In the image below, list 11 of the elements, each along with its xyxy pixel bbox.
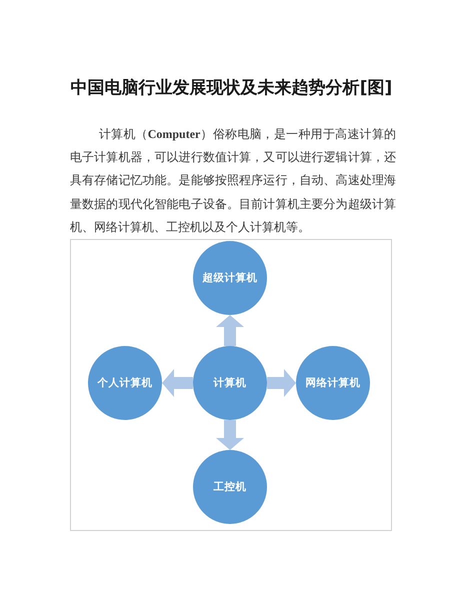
arrow <box>267 369 296 397</box>
body-paragraph: 计算机（Computer）俗称电脑，是一种用于高速计算的电子计算机器，可以进行数值计算，又可以进行逻辑计算，还具有存储记忆功能。是能够按照程序运行，自动、高速处理海量数据的现代化智能电子设备。目前计算机主要分为超级计算机、网络计算机、工控机以及个人计算机等。 <box>70 126 396 236</box>
arrow <box>162 369 193 397</box>
node-label: 计算机 <box>214 376 246 390</box>
node-label: 超级计算机 <box>202 271 258 285</box>
arrow <box>216 315 244 346</box>
arrow <box>216 420 244 450</box>
node-label: 网络计算机 <box>306 376 360 390</box>
node-label: 个人计算机 <box>98 376 152 390</box>
node-label: 工控机 <box>214 480 246 494</box>
page-title: 中国电脑行业发展现状及未来趋势分析[图] <box>70 77 394 100</box>
